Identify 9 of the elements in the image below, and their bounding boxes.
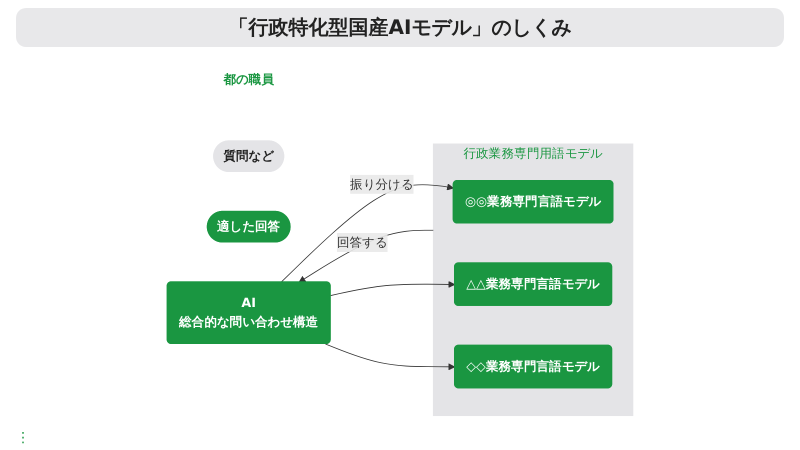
arrow bbox=[298, 230, 434, 282]
title-banner: 「行政特化型国産AIモデル」のしくみ bbox=[16, 8, 784, 47]
edge-label: 振り分ける bbox=[350, 176, 414, 192]
node-text: 都の職員 bbox=[223, 72, 274, 87]
arrow bbox=[325, 344, 456, 370]
arrow bbox=[330, 280, 456, 296]
ellipsis-mark: ⋮ bbox=[16, 430, 30, 446]
arrow bbox=[280, 184, 454, 283]
edge-label: 回答する bbox=[336, 234, 388, 250]
